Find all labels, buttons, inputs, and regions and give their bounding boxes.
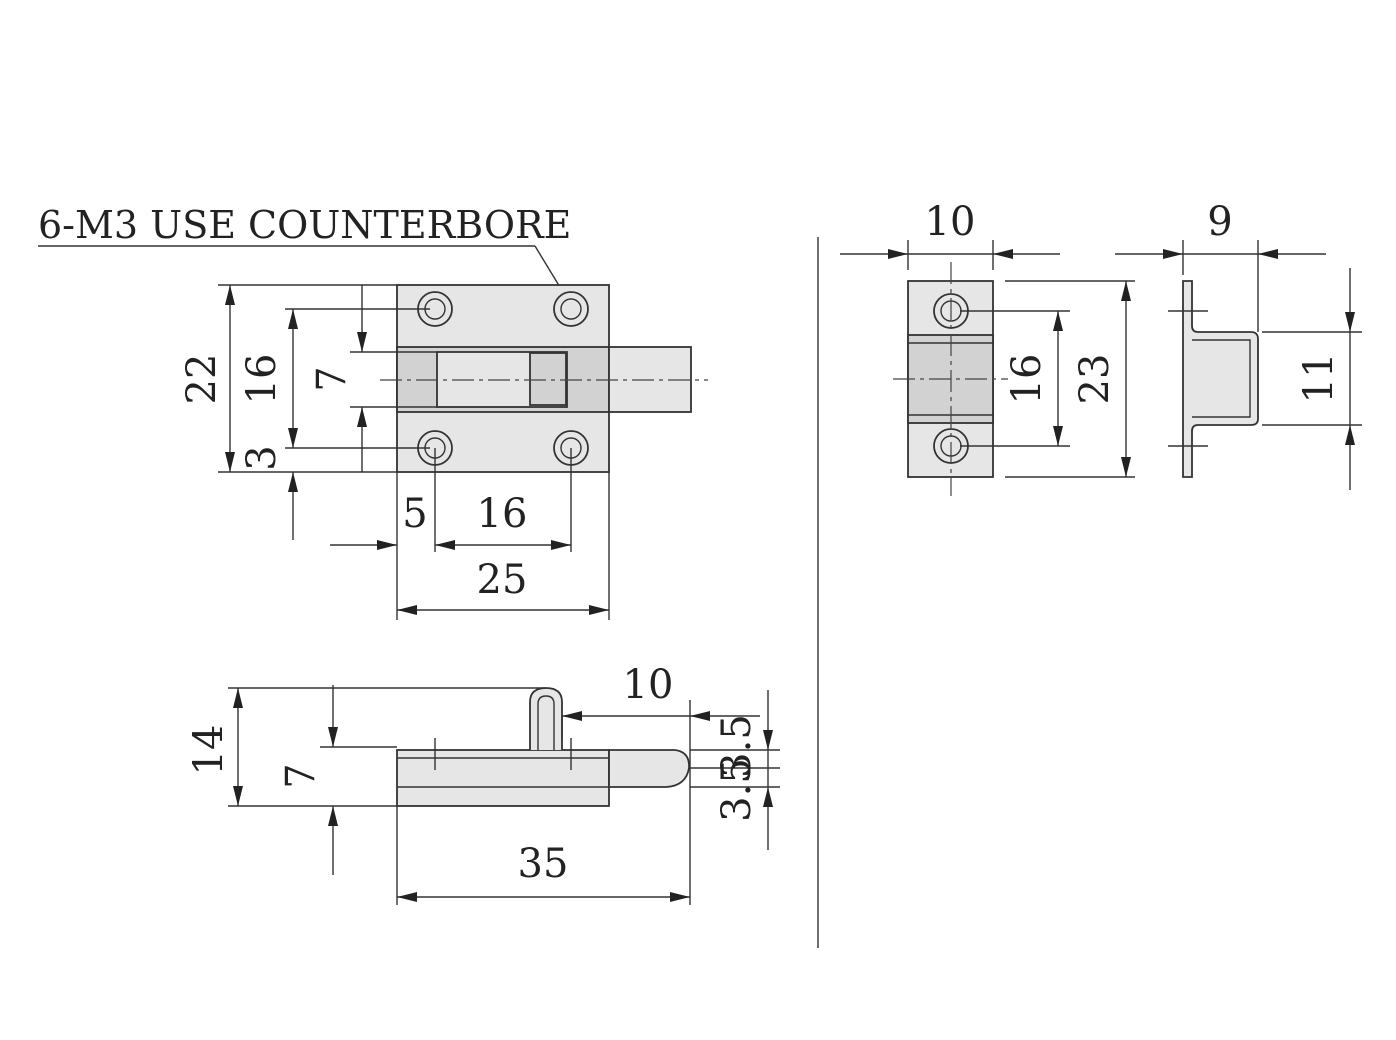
keeper-profile [1182,280,1259,478]
dim-label-35: 35 [518,841,569,887]
dim-label-keeper-9: 9 [1207,199,1232,245]
side-body [396,749,610,807]
front-view: 22 16 7 3 5 16 25 [179,284,708,620]
dim-label-22: 22 [179,354,225,405]
dim-label-10-knob: 10 [623,662,674,708]
dim-label-3-5-bottom: 3.5 [714,758,760,822]
dim-label-7-side: 7 [278,763,324,788]
dim-label-25: 25 [477,557,528,603]
counterbore-note: 6-M3 USE COUNTERBORE [38,203,587,331]
side-knob [529,687,563,750]
keeper-front-view: 10 16 23 [840,199,1135,496]
dim-label-keeper-10: 10 [925,199,976,245]
dim-label-3: 3 [239,445,285,470]
side-view: 14 7 10 3.5 3.5 35 [186,662,780,905]
dim-label-keeper-23: 23 [1072,354,1118,405]
counterbore-note-text: 6-M3 USE COUNTERBORE [38,203,571,247]
dim-label-16-vertical: 16 [239,354,285,405]
dim-label-5: 5 [402,491,427,537]
side-bolt [608,749,690,788]
dim-label-keeper-16: 16 [1004,354,1050,405]
dim-label-3-5-top: 3.5 [714,714,760,778]
hole-top-right [553,291,589,327]
dim-label-keeper-11: 11 [1296,353,1342,404]
dim-label-7: 7 [309,366,355,391]
keeper-side-view: 9 11 [1115,199,1362,490]
dim-label-14: 14 [186,725,232,776]
slide-knob [529,352,567,406]
dim-label-16-horizontal: 16 [477,491,528,537]
